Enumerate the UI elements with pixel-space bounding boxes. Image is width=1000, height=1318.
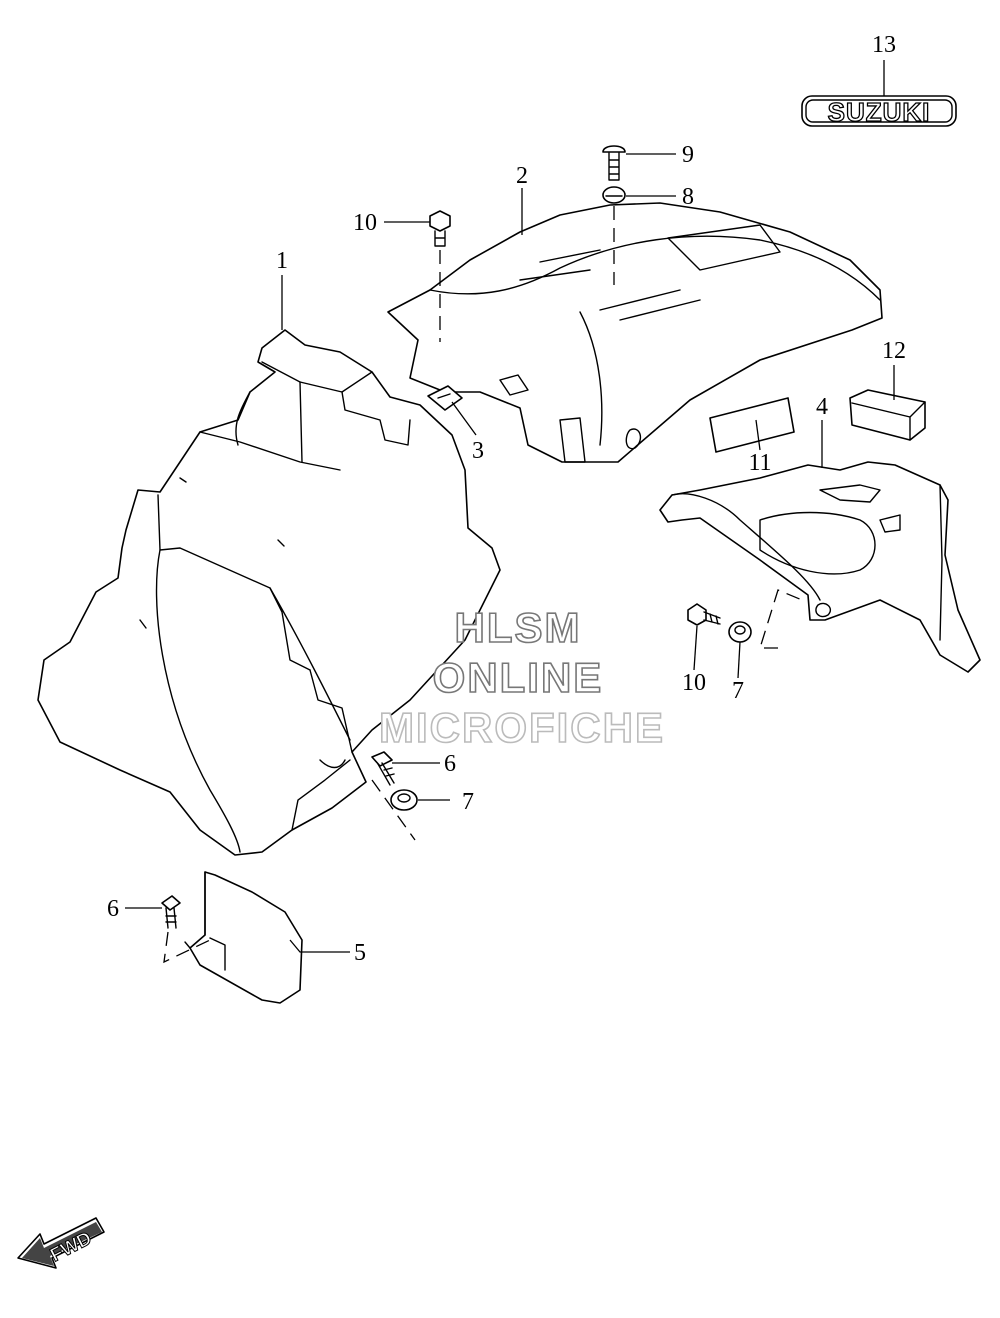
part-7-collar-right [728,621,752,643]
part-6-bolt-lower [161,895,181,929]
callout-6-upper: 6 [444,751,456,777]
part-1-inner-fender [37,329,501,856]
part-6-bolt-upper [371,751,395,786]
watermark-line-1: HLSM [455,604,582,651]
callout-13: 13 [872,32,896,58]
part-10-bolt-right [687,603,721,626]
callout-1: 1 [276,248,288,274]
part-9-screw [602,145,626,181]
callout-10-right: 10 [682,670,706,696]
callout-7-right: 7 [732,678,744,704]
part-11-reflector [709,397,795,453]
callout-3: 3 [472,438,484,464]
callout-12: 12 [882,338,906,364]
emblem-text: SUZUKI [828,97,931,127]
callout-labels: 1 2 3 4 5 6 6 7 7 8 9 10 10 11 12 13 [107,32,906,966]
callout-9: 9 [682,142,694,168]
callout-4: 4 [816,394,828,420]
callout-8: 8 [682,184,694,210]
watermark-line-2: ONLINE [433,654,604,701]
callout-11: 11 [748,450,771,476]
part-2-rear-fender [387,202,883,463]
callout-7-left: 7 [462,789,474,815]
callout-10-top: 10 [353,210,377,236]
callout-6-lower: 6 [107,896,119,922]
callout-5: 5 [354,940,366,966]
part-10-bolt-top [429,210,451,247]
callout-2: 2 [516,163,528,189]
assembly-lines [163,206,803,964]
part-8-clip [602,186,626,204]
watermark-line-3: MICROFICHE [379,704,665,751]
part-4-rear-fender-lower [659,461,981,673]
part-7-collar-left [390,789,418,811]
fwd-arrow-icon: FWD [17,1217,105,1269]
part-13-emblem: SUZUKI [801,95,957,128]
leader-lines [125,60,895,953]
part-5-mud-flap [184,871,303,1004]
watermark: HLSM ONLINE MICROFICHE [378,603,665,752]
part-12-reflector-block [849,389,926,441]
